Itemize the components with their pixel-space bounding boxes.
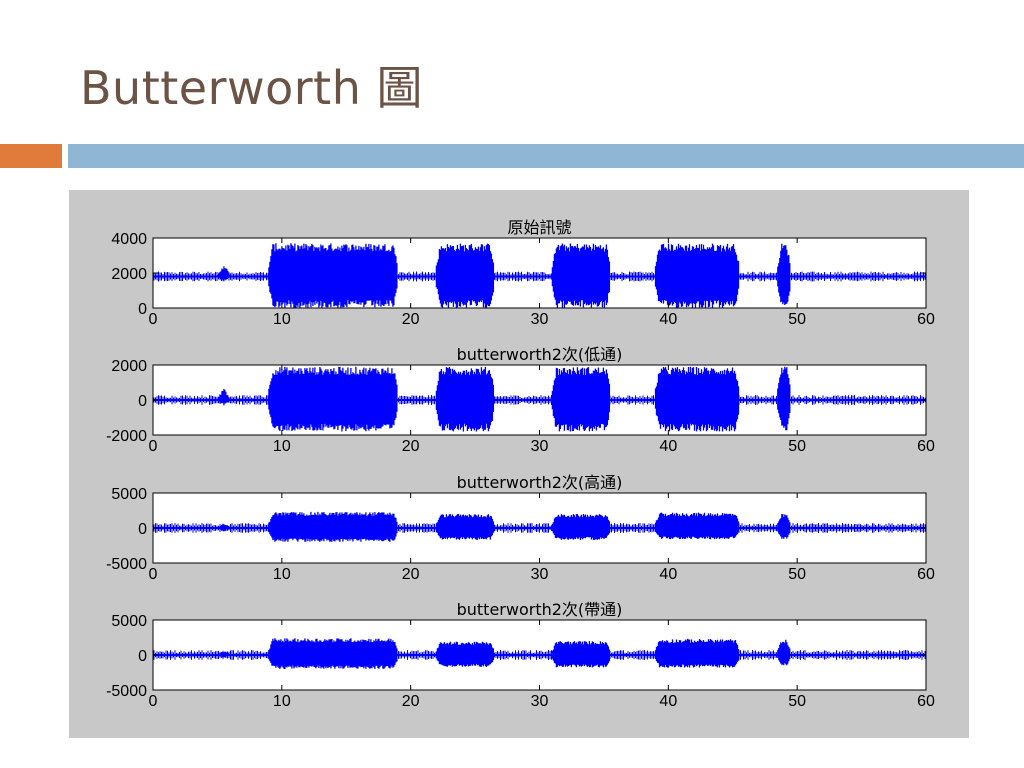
axes-3-signal-burst-3-core xyxy=(555,520,608,535)
axes-4-xtick-label: 40 xyxy=(659,693,677,710)
axes-2-signal-burst-2-core xyxy=(439,381,492,418)
axes-1-ytick-label: 4000 xyxy=(111,231,147,248)
axes-1-signal-burst-4-core xyxy=(658,258,737,294)
axes-1-xtick-label: 10 xyxy=(273,311,291,328)
axes-1-signal-burst-5-core xyxy=(780,258,788,294)
axes-2-xtick-label: 20 xyxy=(402,438,420,455)
axes-1-signal-burst-1-core xyxy=(271,258,395,294)
axes-4-ytick-label: 0 xyxy=(138,648,147,665)
axes-3-xtick-label: 20 xyxy=(402,566,420,583)
axes-4-xtick-label: 50 xyxy=(788,693,806,710)
accent-bar-orange xyxy=(0,144,62,168)
axes-3-xtick-label: 50 xyxy=(788,566,806,583)
axes-2-signal-burst-5-core xyxy=(780,381,788,418)
slide-title: Butterworth 圖 xyxy=(80,61,423,115)
axes-1-xtick-label: 30 xyxy=(531,311,549,328)
axes-3-signal-small-burst xyxy=(217,523,231,532)
axes-2-xtick-label: 0 xyxy=(149,438,158,455)
axes-4-xtick-label: 20 xyxy=(402,693,420,710)
axes-3-signal-burst-2-core xyxy=(439,520,492,535)
axes-2-signal-burst-3-core xyxy=(555,381,608,418)
axes-1-xtick-label: 0 xyxy=(149,311,158,328)
axes-3-ytick-label: 5000 xyxy=(111,486,147,503)
axes-2-xtick-label: 40 xyxy=(659,438,677,455)
axes-3-signal-burst-4-core xyxy=(658,519,737,535)
axes-4-xtick-label: 0 xyxy=(149,693,158,710)
axes-1-xtick-label: 60 xyxy=(917,311,935,328)
axes-2-xtick-label: 50 xyxy=(788,438,806,455)
axes-2-title: butterworth2次(低通) xyxy=(457,345,623,364)
axes-2-signal-small-burst xyxy=(217,388,231,406)
axes-1-signal-small-burst xyxy=(217,266,231,282)
axes-4-xtick-label: 10 xyxy=(273,693,291,710)
axes-1-xtick-label: 50 xyxy=(788,311,806,328)
axes-4-signal-burst-3-core xyxy=(555,647,608,662)
axes-2-signal-burst-1-core xyxy=(271,381,395,418)
axes-3-ytick-label: -5000 xyxy=(106,556,147,573)
axes-1-signal-burst-3-core xyxy=(555,258,608,294)
axes-3-ytick-label: 0 xyxy=(138,521,147,538)
axes-3-title: butterworth2次(高通) xyxy=(457,473,623,492)
axes-4-xtick-label: 60 xyxy=(917,693,935,710)
axes-4-signal-burst-5-core xyxy=(780,646,788,661)
accent-bar-blue xyxy=(68,144,1024,168)
axes-2-xtick-label: 10 xyxy=(273,438,291,455)
axes-4-signal-small-burst xyxy=(217,651,231,658)
axes-4-ytick-label: 5000 xyxy=(111,613,147,630)
axes-2-ytick-label: 0 xyxy=(138,393,147,410)
axes-4-signal-burst-4-core xyxy=(658,646,737,662)
axes-1-title: 原始訊號 xyxy=(507,218,571,237)
axes-3-xtick-label: 30 xyxy=(531,566,549,583)
axes-4-signal-burst-1-core xyxy=(271,645,395,663)
axes-1-xtick-label: 20 xyxy=(402,311,420,328)
axes-3-xtick-label: 60 xyxy=(917,566,935,583)
axes-2-signal-burst-4-core xyxy=(658,381,737,418)
axes-1-ytick-label: 0 xyxy=(138,301,147,318)
axes-2-xtick-label: 60 xyxy=(917,438,935,455)
axes-4-ytick-label: -5000 xyxy=(106,683,147,700)
axes-1-ytick-label: 2000 xyxy=(111,266,147,283)
axes-4-xtick-label: 30 xyxy=(531,693,549,710)
axes-2-ytick-label: -2000 xyxy=(106,428,147,445)
axes-4-title: butterworth2次(帶通) xyxy=(457,600,623,619)
axes-3-signal-burst-5-core xyxy=(780,520,788,535)
axes-4-signal-burst-2-core xyxy=(439,647,492,662)
axes-3-xtick-label: 0 xyxy=(149,566,158,583)
axes-2-ytick-label: 2000 xyxy=(111,358,147,375)
axes-3-signal-burst-1-core xyxy=(271,519,395,536)
axes-1-signal-burst-2-core xyxy=(439,258,492,294)
axes-2-xtick-label: 30 xyxy=(531,438,549,455)
axes-1-xtick-label: 40 xyxy=(659,311,677,328)
axes-3-xtick-label: 10 xyxy=(273,566,291,583)
axes-3-xtick-label: 40 xyxy=(659,566,677,583)
